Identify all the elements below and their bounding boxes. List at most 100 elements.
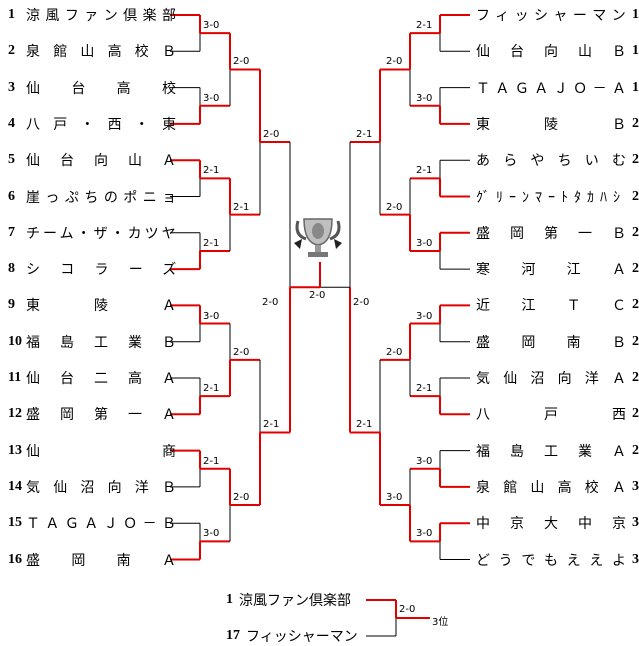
team-row: 泉館山高校Ａ 30 <box>476 477 639 497</box>
right-r2-score: 3-0 <box>386 492 403 504</box>
right-r1-score: 3-0 <box>416 92 433 104</box>
team-name: シコラーズ <box>26 262 176 279</box>
team-row: 2 泉館山高校Ｂ <box>8 41 176 61</box>
team-row: 中京大中京 31 <box>476 513 639 533</box>
team-row: ＴＡＧＡＪＯ－Ａ 19 <box>476 78 639 98</box>
team-seed: 20 <box>632 115 639 131</box>
team-row: 16盛岡南Ａ <box>8 550 176 570</box>
left-r1-score: 2-1 <box>203 383 220 395</box>
team-row: 11 仙台二高Ａ <box>8 368 176 388</box>
team-name: ＴＡＧＡＪＯ－Ａ <box>476 80 626 97</box>
left-r1-score: 3-0 <box>203 20 220 32</box>
team-name: 東陵Ａ <box>26 298 176 315</box>
team-seed: 17 <box>632 7 639 22</box>
team-name: 盛岡第一Ａ <box>26 407 176 424</box>
team-row: 10福島工業Ｂ <box>8 332 176 352</box>
team-row: フィッシャーマン 17 <box>476 5 639 25</box>
team-seed: 10 <box>8 333 22 349</box>
right-r3-score: 2-1 <box>356 129 373 141</box>
third-place-score: 2-0 <box>399 604 416 615</box>
team-row: 9 東陵Ａ <box>8 295 176 315</box>
left-r2-score: 2-1 <box>233 201 250 213</box>
right-r1-score: 2-1 <box>416 20 433 32</box>
team-row: 5仙台向山Ａ <box>8 150 176 170</box>
team-seed: 21 <box>632 152 639 168</box>
left-r1-score: 2-1 <box>203 165 220 177</box>
team-seed: 18 <box>632 43 639 59</box>
team-seed: 11 <box>8 370 22 385</box>
right-r3-score: 2-1 <box>356 419 373 431</box>
team-seed: 14 <box>8 478 22 494</box>
team-seed: 30 <box>632 478 639 494</box>
team-name: 盛岡第一Ｂ <box>476 225 626 242</box>
team-row: 気仙沼向洋Ａ27 <box>476 368 639 388</box>
team-seed: 5 <box>8 152 15 168</box>
team-row: 13仙商 <box>8 441 176 461</box>
team-seed: 12 <box>8 406 22 422</box>
team-name: どうでもええよ <box>476 552 626 569</box>
team-seed: 4 <box>8 115 15 131</box>
team-name: 八戸西 <box>476 407 626 424</box>
team-name: 福島工業Ｂ <box>26 334 176 351</box>
team-seed: 3 <box>8 79 15 95</box>
team-name: 仙商 <box>26 443 176 460</box>
team-row: 福島工業Ａ 29 <box>476 441 639 461</box>
right-r2-score: 2-0 <box>386 201 403 213</box>
team-row: 近江ＴＣ25 <box>476 295 639 315</box>
team-name: 泉館山高校Ａ <box>476 479 626 496</box>
team-name: 盛岡南Ａ <box>26 552 176 569</box>
right-r2-score: 2-0 <box>386 56 403 68</box>
team-name: 仙台高校 <box>26 80 176 97</box>
left-r1-score: 3-0 <box>203 528 220 540</box>
team-row: 盛岡南Ｂ 26 <box>476 332 639 352</box>
team-row: 仙台向山Ｂ18 <box>476 41 639 61</box>
team-row: 寒河江Ａ24 <box>476 259 639 279</box>
team-row: 東陵Ｂ 20 <box>476 114 639 134</box>
left-r3-score: 2-0 <box>263 129 280 141</box>
team-seed: 19 <box>632 79 639 95</box>
team-seed: 9 <box>8 297 15 313</box>
team-row: あらやちいむ21 <box>476 150 639 170</box>
team-name: ＴＡＧＡＪＯ－Ｂ <box>26 516 176 533</box>
team-seed: 15 <box>8 515 22 531</box>
team-name: 福島工業Ａ <box>476 443 626 460</box>
team-seed: 1 <box>8 7 15 22</box>
team-name: 東陵Ｂ <box>476 116 626 133</box>
team-row: 8シコラーズ <box>8 259 176 279</box>
team-seed: 2 <box>8 43 15 59</box>
team-seed: 1 <box>226 592 233 607</box>
team-seed: 32 <box>632 551 639 567</box>
team-row: 盛岡第一Ｂ 23 <box>476 223 639 243</box>
team-seed: 29 <box>632 442 639 458</box>
team-name: 崖っぷちのポニョ <box>26 189 176 206</box>
right-r1-score: 3-0 <box>416 528 433 540</box>
team-seed: 23 <box>632 224 639 240</box>
team-name: 近江ＴＣ <box>476 298 626 315</box>
team-name: 中京大中京 <box>476 516 626 533</box>
team-name: フィッシャーマン <box>476 8 626 24</box>
team-name: 仙台二高Ａ <box>26 371 176 387</box>
team-name: ｸﾞﾘｰﾝﾏｰﾄﾀｶﾊｼ <box>476 189 626 206</box>
team-seed: 31 <box>632 515 639 531</box>
team-name: 気仙沼向洋Ａ <box>476 371 626 387</box>
team-row: 八戸西 28 <box>476 404 639 424</box>
right-r4-score: 2-0 <box>353 297 370 309</box>
team-name: 泉館山高校Ｂ <box>26 44 176 61</box>
team-seed: 26 <box>632 333 639 349</box>
left-r3-score: 2-1 <box>263 419 280 431</box>
left-r2-score: 2-0 <box>233 492 250 504</box>
team-seed: 28 <box>632 406 639 422</box>
team-name: 気仙沼向洋Ｂ <box>26 479 176 496</box>
team-name: 盛岡南Ｂ <box>476 334 626 351</box>
team-seed: 6 <box>8 188 15 204</box>
left-r1-score: 2-1 <box>203 237 220 249</box>
team-row: 12盛岡第一Ａ <box>8 404 176 424</box>
team-name: 寒河江Ａ <box>476 262 626 279</box>
team-seed: 7 <box>8 224 15 240</box>
